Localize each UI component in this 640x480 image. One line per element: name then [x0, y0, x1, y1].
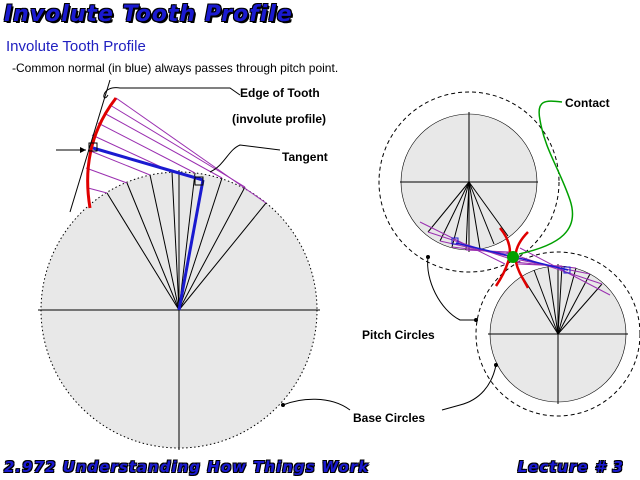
tangent-label: Tangent [282, 150, 328, 164]
left-radial-lines [106, 171, 267, 311]
base-circles-label: Base Circles [353, 411, 426, 425]
upper-right-angle-marker [451, 237, 459, 245]
tangent-leader [209, 144, 281, 173]
left-involute-curve [86, 97, 118, 209]
upper-radial-lines [427, 181, 509, 251]
pitch-circles-label: Pitch Circles [362, 328, 435, 342]
lower-pitch-circle [475, 251, 640, 417]
base-circles-leader-left [282, 398, 351, 411]
course-footer: 2.972 Understanding How Things Work [4, 458, 370, 476]
left-tangent-line [69, 79, 111, 213]
contact-leader [518, 100, 574, 255]
base-circles-leader-right [441, 364, 497, 411]
slide-note: -Common normal (in blue) always passes t… [12, 61, 339, 75]
left-right-angle-marker-2 [194, 176, 204, 186]
left-tangent-lines [85, 97, 267, 204]
contact-label: Contact [565, 96, 610, 110]
upper-gear-tooth [494, 227, 512, 287]
left-gear [38, 79, 320, 450]
upper-pitch-circle [378, 91, 560, 273]
lecture-footer: Lecture # 3 [517, 458, 624, 476]
lower-right-angle-marker [563, 266, 571, 274]
contact-point [507, 251, 519, 263]
slide-title: Involute Tooth Profile [4, 2, 293, 27]
left-right-angle-marker-1 [88, 142, 98, 152]
slide-subtitle: Involute Tooth Profile [6, 38, 146, 55]
edge-of-tooth-label: Edge of Tooth [240, 86, 320, 100]
edge-of-tooth-leader [103, 87, 241, 99]
pitch-circles-leader [427, 256, 476, 321]
left-common-normal [92, 146, 205, 311]
tangent-arrow-head [80, 147, 86, 153]
right-gears [281, 91, 640, 417]
lower-radial-lines [521, 265, 603, 335]
involute-profile-label: (involute profile) [232, 112, 326, 126]
